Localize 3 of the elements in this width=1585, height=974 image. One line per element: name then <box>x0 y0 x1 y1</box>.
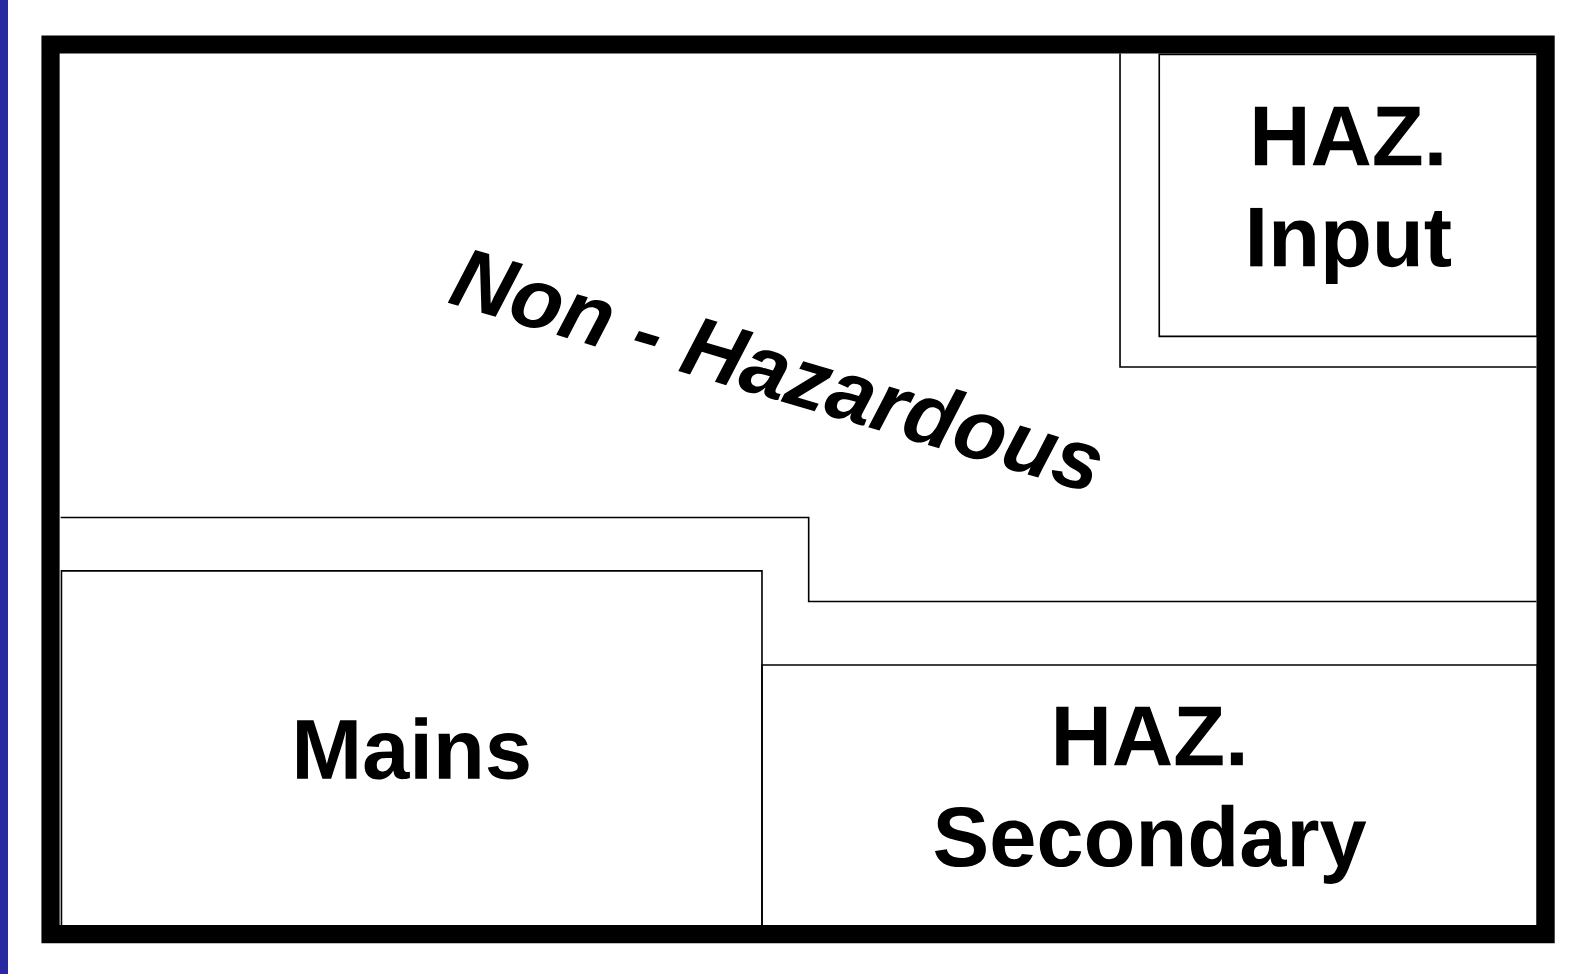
zone-box: Mains <box>60 569 763 927</box>
zone-box: HAZ. Input <box>1158 53 1539 337</box>
zone-box: HAZ. Secondary <box>761 663 1539 927</box>
